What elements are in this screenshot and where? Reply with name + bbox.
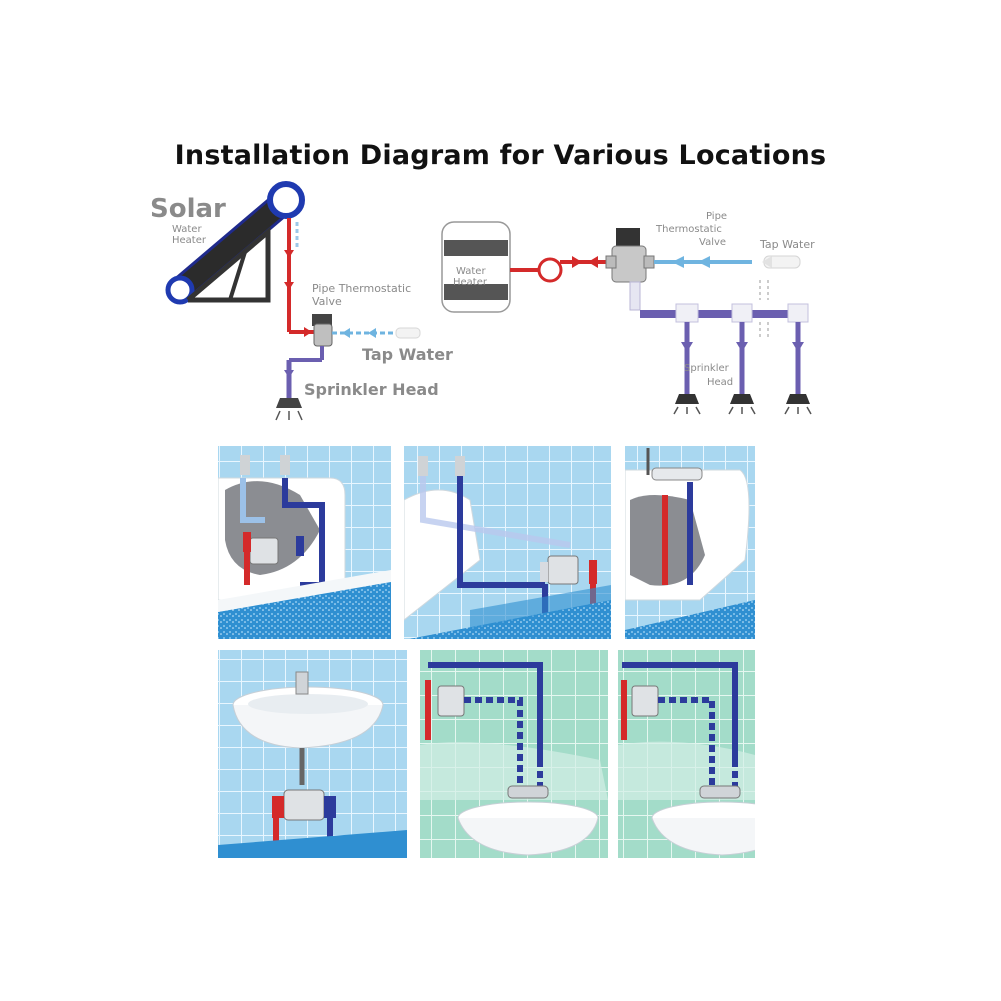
solar-valve-label-1: Pipe Thermostatic (312, 282, 411, 295)
heater-valve-label-1: Pipe (706, 211, 727, 222)
sprinkler-head-icon (728, 394, 756, 415)
installation-diagrams: Solar Water Heater Pipe Thermostatic Val… (150, 181, 815, 421)
water-heater-tank (441, 221, 511, 313)
solar-water-heater-label-2: Heater (172, 235, 207, 246)
solar-water-heater-label-1: Water (172, 224, 202, 235)
tap-water-inlet (395, 327, 421, 339)
solar-collector (165, 181, 305, 305)
sprinkler-head-icon (784, 394, 812, 415)
bathtub-faucet-scene (218, 446, 391, 639)
water-heater-diagram: Water Heater Pipe Thermostatic Valve Tap… (441, 211, 815, 415)
wash-basin-scene (218, 650, 407, 858)
page-title: Installation Diagram for Various Locatio… (174, 140, 827, 171)
solar-label: Solar (150, 194, 226, 224)
solar-diagram: Solar Water Heater Pipe Thermostatic Val… (150, 181, 453, 421)
solar-tap-water-label: Tap Water (362, 345, 453, 364)
sprinkler-head-icon (673, 394, 701, 415)
hot-pipe-loop (537, 257, 563, 283)
sprinkler-head-icon (275, 398, 303, 421)
heater-sprinkler-label-2: Head (707, 377, 733, 388)
heater-label-1: Water (456, 266, 486, 277)
thermostatic-valve (312, 314, 333, 347)
heater-sprinkler-label-1: Sprinkler (684, 363, 730, 374)
basin-green-tile-scene (420, 650, 608, 858)
shower-scene (625, 446, 755, 639)
solar-valve-label-2: Valve (312, 295, 342, 308)
heater-thermostatic-valve (605, 228, 655, 283)
heater-label-2: Heater (453, 277, 488, 288)
bathtub-wall-scene (404, 446, 611, 639)
basin-green-tile-scene-2 (618, 650, 755, 858)
heater-tap-water-label: Tap Water (759, 238, 815, 251)
heater-valve-label-2: Thermostatic (655, 224, 722, 235)
solar-sprinkler-label: Sprinkler Head (304, 380, 439, 399)
heater-valve-label-3: Valve (699, 237, 726, 248)
